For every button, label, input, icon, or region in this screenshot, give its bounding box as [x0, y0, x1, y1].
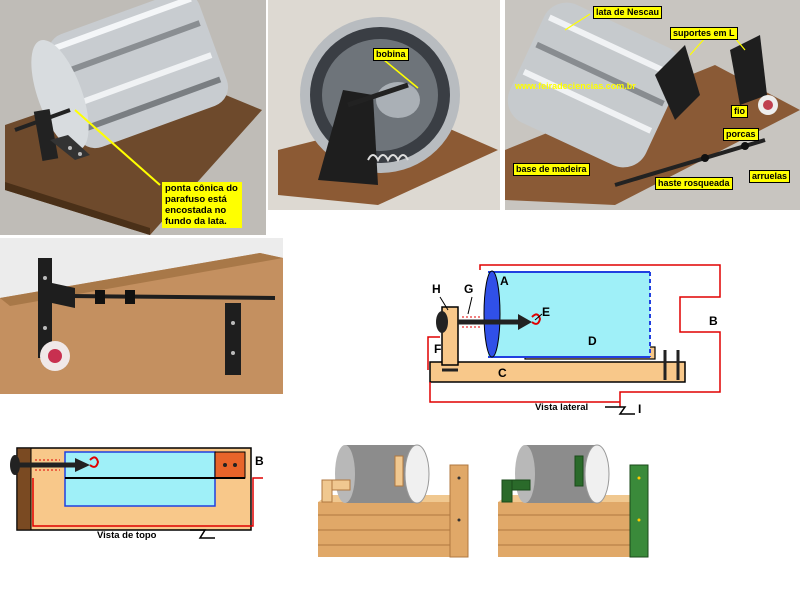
- photo-can-interior: bobina: [268, 0, 500, 210]
- side-label-d: D: [588, 334, 597, 348]
- side-label-h: H: [432, 282, 441, 296]
- illustration-3d-plain-drawing: [318, 444, 469, 558]
- photo3-label-haste: haste rosqueada: [655, 177, 733, 190]
- side-label-f: F: [434, 342, 442, 356]
- photo3-label-base: base de madeira: [513, 163, 590, 176]
- photo3-label-porcas: porcas: [723, 128, 759, 141]
- photo3-label-arruelas: arruelas: [749, 170, 791, 183]
- side-label-i: I: [638, 402, 642, 416]
- side-label-g: G: [464, 282, 474, 296]
- photo3-url: www.feiradeciencias.com.br: [515, 81, 636, 91]
- diagram-side-view: A B C D E F G H I Vista lateral: [420, 262, 725, 424]
- side-label-b: B: [709, 314, 718, 328]
- side-label-e: E: [542, 305, 551, 319]
- diagram-side-view-drawing: [427, 264, 721, 415]
- side-view-caption: Vista lateral: [535, 402, 589, 413]
- illustration-3d-foil: [490, 440, 660, 560]
- photo-threaded-rod: [0, 238, 283, 394]
- photo3-label-lata: lata de Nescau: [593, 6, 663, 19]
- side-label-c: C: [498, 366, 507, 380]
- photo3-label-suportes: suportes em L: [670, 27, 738, 40]
- photo1-callout: ponta cônica do parafuso está encostada …: [162, 182, 242, 228]
- photo-can-on-base-drawing: [5, 0, 262, 235]
- illustration-3d-plain: [310, 440, 480, 560]
- photo-labeled-assembly: lata de Nescau suportes em L www.feirade…: [505, 0, 800, 210]
- diagram-top-view: B Vista de topo: [5, 438, 275, 548]
- top-view-caption: Vista de topo: [97, 530, 157, 541]
- illustration-3d-foil-drawing: [498, 444, 649, 558]
- photo3-label-fio: fio: [731, 105, 748, 118]
- photo2-label-bobina: bobina: [373, 48, 409, 61]
- top-label-b: B: [255, 454, 264, 468]
- photo-can-interior-drawing: [278, 17, 498, 205]
- diagram-top-view-drawing: [10, 447, 263, 539]
- photo-threaded-rod-drawing: [0, 253, 283, 394]
- side-label-a: A: [500, 274, 509, 288]
- photo-can-on-base: ponta cônica do parafuso está encostada …: [0, 0, 266, 235]
